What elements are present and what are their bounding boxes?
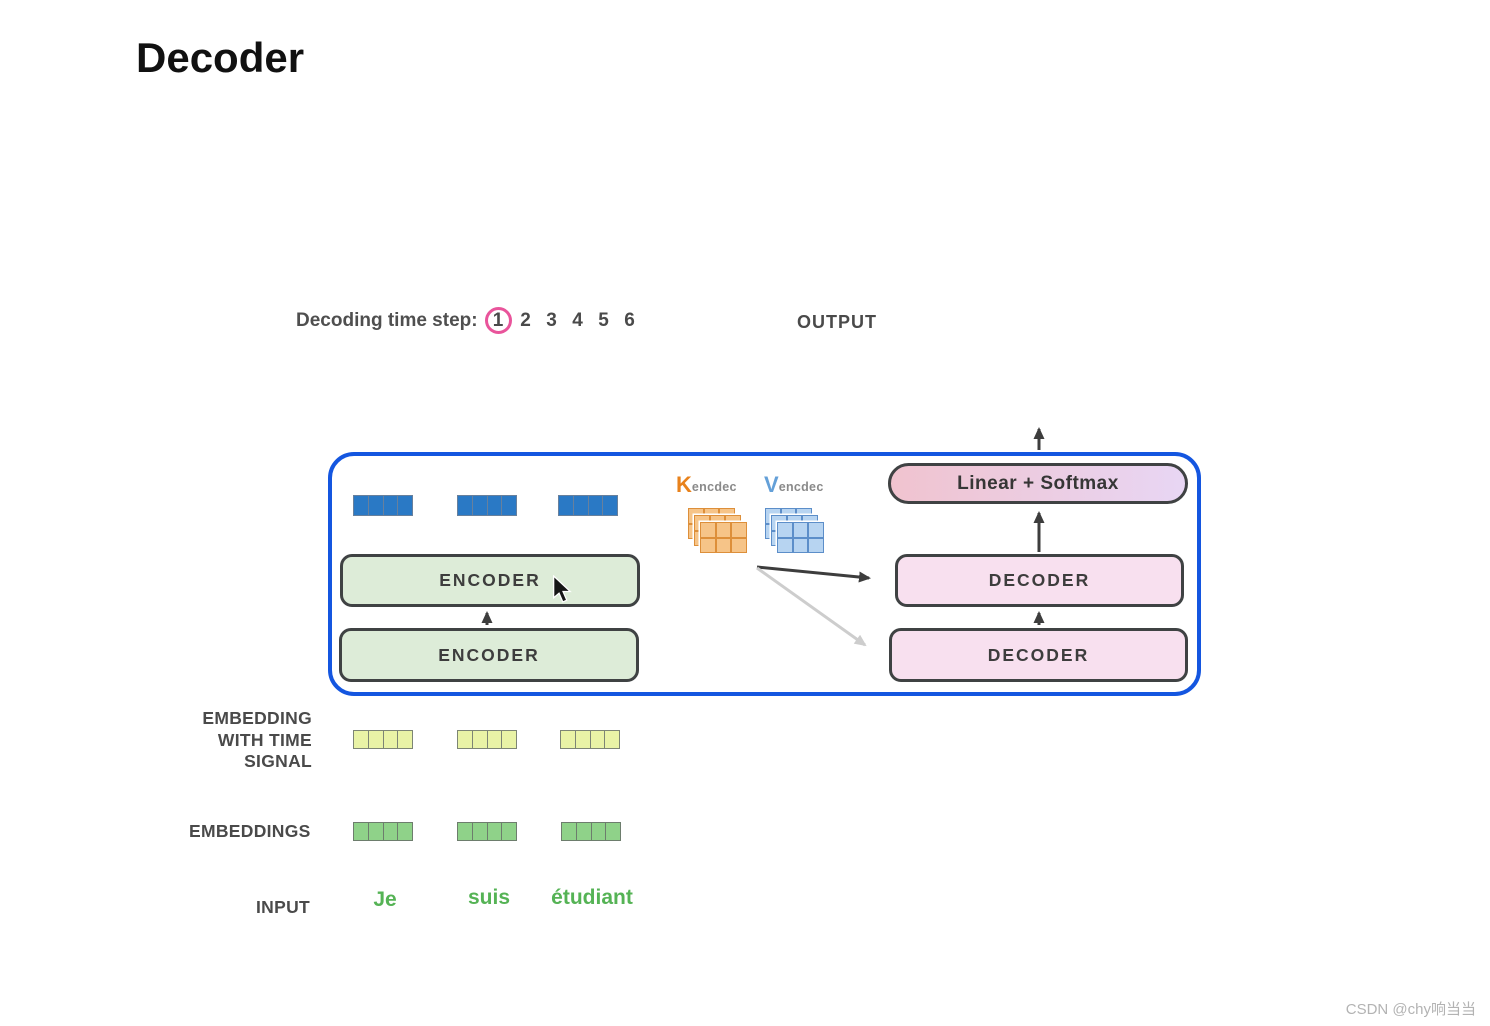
vector-cell [353, 495, 369, 516]
decoding-time-step: Decoding time step: 1 2 3 4 5 6 [296, 307, 643, 334]
vector-cell [574, 730, 591, 749]
matrix-cell [700, 522, 716, 538]
encoder-block-bottom: ENCODER [339, 628, 639, 682]
input-token-je: Je [373, 888, 397, 911]
vector-cell [353, 730, 369, 749]
matrix-layer [777, 522, 824, 553]
input-token-etudiant: étudiant [551, 886, 633, 909]
matrix-cell [808, 537, 824, 553]
time-step-5: 5 [598, 309, 609, 331]
label-line: EMBEDDING [202, 708, 312, 728]
vector-cell [457, 730, 473, 749]
label-line: SIGNAL [244, 751, 312, 771]
v-letter: V [764, 472, 779, 497]
time-signal-vector [353, 730, 414, 749]
input-token-suis: suis [467, 886, 511, 909]
vector-cell [471, 495, 488, 516]
time-signal-vector [457, 730, 518, 749]
vector-cell [501, 495, 518, 516]
vector-cell [604, 730, 621, 749]
vector-cell [501, 730, 518, 749]
k-letter: K [676, 472, 692, 497]
mouse-cursor-icon [553, 575, 572, 603]
matrix-cell [777, 522, 793, 538]
vector-cell [397, 730, 414, 749]
vector-cell [471, 822, 488, 841]
vector-cell [575, 822, 592, 841]
matrix-cell [715, 522, 732, 538]
vector-cell [589, 730, 606, 749]
vector-cell [602, 495, 619, 516]
matrix-cell [715, 537, 732, 553]
time-step-4: 4 [572, 309, 583, 331]
decoder-block-top: DECODER [895, 554, 1184, 607]
vector-cell [367, 730, 384, 749]
vector-cell [558, 495, 574, 516]
vector-cell [590, 822, 607, 841]
vector-cell [471, 730, 488, 749]
matrix-cell [792, 537, 809, 553]
vector-cell [397, 822, 414, 841]
vector-cell [501, 822, 518, 841]
encoder-output-vector [558, 495, 619, 516]
page-title: Decoder [136, 34, 305, 81]
vector-cell [587, 495, 604, 516]
vector-cell [457, 822, 473, 841]
embeddings-label: EMBEDDINGS [189, 821, 311, 841]
embedding-vector [457, 822, 518, 841]
model-container [328, 452, 1201, 696]
time-step-3: 3 [546, 309, 557, 331]
matrix-cell [792, 522, 809, 538]
vector-cell [382, 822, 399, 841]
encoder-output-vector [457, 495, 518, 516]
embedding-with-time-signal-label: EMBEDDING WITH TIME SIGNAL [150, 708, 312, 773]
vector-cell [486, 822, 503, 841]
decoding-time-step-label: Decoding time step: [296, 309, 478, 331]
label-line: WITH TIME [217, 729, 312, 750]
matrix-cell [731, 522, 747, 538]
matrix-cell [700, 537, 716, 553]
vector-cell [353, 822, 369, 841]
time-step-6: 6 [624, 309, 635, 331]
embedding-vector [353, 822, 414, 841]
time-step-1: 1 [492, 309, 504, 331]
vector-cell [486, 730, 503, 749]
matrix-cell [808, 522, 824, 538]
vector-cell [367, 822, 384, 841]
k-encdec-label: K encdec [676, 472, 737, 498]
matrix-layer [700, 522, 747, 553]
v-encdec-matrices [765, 508, 827, 554]
vector-cell [572, 495, 589, 516]
vector-cell [605, 822, 622, 841]
active-step-ring: 1 [484, 307, 512, 334]
vector-cell [486, 495, 503, 516]
vector-cell [382, 730, 399, 749]
v-encdec-label: V encdec [764, 472, 824, 498]
matrix-cell [731, 537, 747, 553]
v-subscript: encdec [778, 480, 824, 494]
input-label: INPUT [256, 897, 310, 917]
vector-cell [367, 495, 384, 516]
time-signal-vector [560, 730, 621, 749]
linear-softmax-block: Linear + Softmax [888, 463, 1188, 504]
time-step-2: 2 [520, 309, 531, 331]
embedding-vector [561, 822, 622, 841]
vector-cell [382, 495, 399, 516]
output-label: OUTPUT [797, 312, 877, 332]
k-encdec-matrices [688, 508, 750, 554]
k-subscript: encdec [691, 480, 737, 494]
encoder-output-vector [353, 495, 414, 516]
encoder-block-top: ENCODER [340, 554, 640, 607]
vector-cell [560, 730, 576, 749]
matrix-cell [777, 537, 793, 553]
watermark: CSDN @chy响当当 [1345, 1001, 1476, 1018]
decoder-block-bottom: DECODER [889, 628, 1188, 682]
vector-cell [457, 495, 473, 516]
vector-cell [561, 822, 577, 841]
vector-cell [397, 495, 414, 516]
